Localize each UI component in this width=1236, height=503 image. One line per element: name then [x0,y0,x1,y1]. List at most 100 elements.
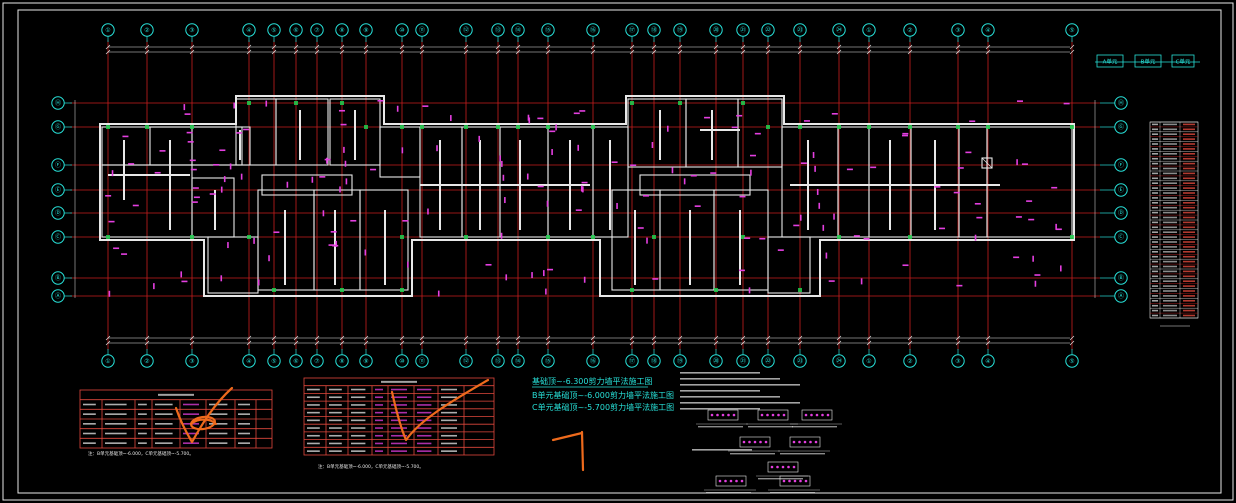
axis-label: ⑯ [590,26,596,34]
wall-outline [592,126,629,238]
axis-bubble: ③ [185,23,199,37]
axis-bubble: ② [140,23,154,37]
axis-bubble: ⑫ [459,23,473,37]
axis-bubble: Ⓐ [1114,289,1128,303]
axis-bubble: ⑯ [586,23,600,37]
axis-bubble: Ⓑ [51,271,65,285]
axis-label: ① [105,27,110,34]
axis-bubble: ⑥ [289,354,303,368]
axis-label: ⑭ [515,357,521,365]
axis-label: ⑦ [314,27,319,34]
axis-bubble: Ⓖ [1114,120,1128,134]
axis-bubble: ㉓ [793,354,807,368]
axis-bubble: ⑰ [625,23,639,37]
axis-bubble: ⑫ [459,354,473,368]
axis-label: ⑳ [713,26,719,34]
wall-schedule-table-mid [303,377,495,456]
axis-label: Ⓓ [1118,209,1124,217]
axis-bubble: ⑮ [541,354,555,368]
axis-bubble: ① [862,354,876,368]
axis-bubble: ④ [242,354,256,368]
legend-unit-b: B单元 [1141,58,1156,66]
axis-label: ㉑ [740,357,746,365]
axis-bubble: ⑯ [586,354,600,368]
axis-label: ⑬ [495,26,501,34]
axis-label: ⑱ [651,26,657,34]
axis-bubble: ㉔ [832,354,846,368]
axis-bubble: ⑱ [647,23,661,37]
axis-bubble: ⑦ [310,354,324,368]
axis-bubble: ① [101,23,115,37]
axis-label: ⑤ [271,358,276,365]
axis-label: ④ [246,27,251,34]
axis-bubble: ⑩ [395,23,409,37]
axis-label: ① [105,358,110,365]
axis-label: ㉒ [765,357,771,365]
plan-title-2: B单元基础顶~-6.000剪力墙平法施工图 [532,390,674,400]
axis-bubble: ⑩ [395,354,409,368]
axis-label: ④ [246,358,251,365]
axis-bubble: ③ [951,354,965,368]
wall-outline [379,126,421,178]
axis-bubble: Ⓒ [1114,230,1128,244]
axis-bubble: ⑪ [415,354,429,368]
axis-label: ⑯ [590,357,596,365]
shear-wall-plan [99,95,1075,297]
axis-label: ⑤ [1069,27,1074,34]
wall-rebar-tags [105,100,1070,297]
legend-unit-c: C单元 [1176,58,1191,66]
axis-bubble: ② [903,23,917,37]
axis-bubble: ⑳ [709,23,723,37]
axis-bubble: ⑨ [359,354,373,368]
wall-outline [837,126,870,238]
axis-bubble: ⑥ [289,23,303,37]
wall-outline [986,126,1073,238]
note-mid: 注：B单元基础顶~-6.000，C单元基础顶~-5.700。 [318,463,424,470]
legend-unit-a: A单元 [1103,58,1118,66]
axis-bubble: ④ [981,23,995,37]
inner-border [17,9,1222,494]
axis-label: Ⓐ [55,292,61,300]
storey-height-table [1149,121,1199,327]
wall-outline [767,236,811,294]
axis-label: ⑧ [339,358,344,365]
axis-label: Ⓕ [1118,161,1124,169]
axis-label: ⑥ [293,358,298,365]
axis-label: ④ [985,358,990,365]
axis-label: Ⓔ [55,186,61,194]
axis-label: ⑲ [677,26,683,34]
axis-bubble: ⑳ [709,354,723,368]
axis-label: ③ [955,358,960,365]
axis-label: ⑩ [399,358,404,365]
wall-outline [499,126,549,238]
axis-label: ① [866,27,871,34]
axis-label: ⑤ [271,27,276,34]
axis-bubble: ① [862,23,876,37]
axis-bubble: ㉒ [761,354,775,368]
axis-label: ② [144,27,149,34]
axis-bubble: ⑤ [267,23,281,37]
axis-label: ㉓ [797,357,803,365]
axis-label: Ⓖ [1118,123,1124,131]
axis-bubble: ⑭ [511,23,525,37]
axis-bubble: ⑪ [415,23,429,37]
axis-label: ⑲ [677,357,683,365]
axis-bubble: ⑭ [511,354,525,368]
plan-title-1: 基础顶~-6.300剪力墙平法施工图 [532,376,653,386]
axis-label: ⑥ [293,27,298,34]
wall-outline [191,177,235,238]
note-left: 注：B单元基础顶~-6.000，C单元基础顶~-5.700。 [88,450,194,457]
axis-bubble: ⑬ [491,354,505,368]
axis-bubble: Ⓖ [51,120,65,134]
axis-bubble: ⑦ [310,23,324,37]
axis-label: ⑮ [545,26,551,34]
axis-label: ㉓ [797,26,803,34]
axis-label: ① [866,358,871,365]
axis-label: Ⓓ [55,209,61,217]
wall-outline [191,126,243,166]
axis-label: Ⓐ [1118,292,1124,300]
axis-bubble: ⑱ [647,354,661,368]
